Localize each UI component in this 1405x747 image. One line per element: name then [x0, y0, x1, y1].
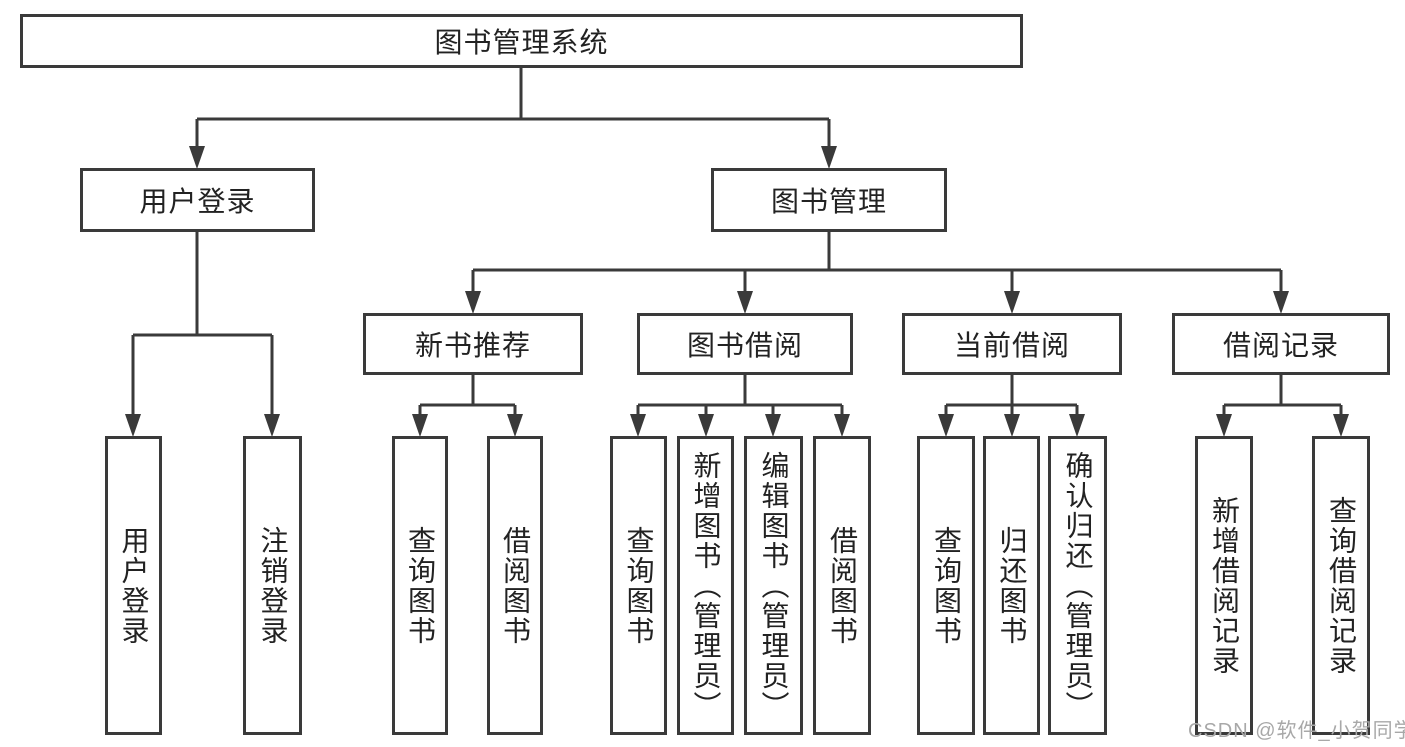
leaf-label: 查询借阅记录 — [1326, 495, 1357, 676]
node-label: 当前借阅 — [953, 330, 1070, 361]
leaf-label: 用户登录 — [118, 525, 150, 646]
leaf-borrow-books-borrowing: 借阅图书 — [813, 436, 871, 735]
leaf-confirm-return-admin: 确认归还（管理员） — [1048, 436, 1107, 735]
node-current-borrowing: 当前借阅 — [902, 313, 1122, 375]
leaf-label: 注销登录 — [257, 525, 289, 646]
leaf-label: 查询图书 — [623, 525, 655, 646]
leaf-logout-login: 注销登录 — [243, 436, 302, 735]
node-label: 图书借阅 — [686, 330, 803, 361]
node-label: 借阅记录 — [1222, 330, 1339, 361]
node-library-management-system: 图书管理系统 — [20, 14, 1023, 68]
leaf-label: 查询图书 — [405, 525, 436, 646]
leaf-user-login: 用户登录 — [105, 436, 162, 735]
leaf-label: 归还图书 — [996, 525, 1028, 646]
leaf-label: 确认归还（管理员） — [1062, 450, 1094, 721]
leaf-return-books: 归还图书 — [983, 436, 1040, 735]
leaf-label: 新增借阅记录 — [1209, 495, 1240, 676]
leaf-borrow-books-recommend: 借阅图书 — [487, 436, 543, 735]
leaf-label: 借阅图书 — [827, 525, 858, 646]
node-label: 新书推荐 — [414, 330, 531, 361]
node-label: 用户登录 — [139, 186, 256, 217]
leaf-label: 借阅图书 — [500, 525, 531, 646]
leaf-edit-books-admin: 编辑图书（管理员） — [744, 436, 803, 735]
node-borrowing-records: 借阅记录 — [1172, 313, 1390, 375]
leaf-label: 新增图书（管理员） — [690, 450, 722, 721]
node-label: 图书管理系统 — [434, 27, 609, 58]
node-book-borrowing: 图书借阅 — [637, 313, 853, 375]
leaf-label: 查询图书 — [931, 525, 962, 646]
leaf-add-books-admin: 新增图书（管理员） — [677, 436, 734, 735]
node-label: 图书管理 — [770, 186, 887, 217]
leaf-query-books-borrowing: 查询图书 — [610, 436, 667, 735]
node-new-book-recommendation: 新书推荐 — [363, 313, 583, 375]
leaf-query-books-current: 查询图书 — [917, 436, 975, 735]
leaf-label: 编辑图书（管理员） — [758, 450, 790, 721]
leaf-add-borrow-record: 新增借阅记录 — [1195, 436, 1253, 735]
node-user-login: 用户登录 — [80, 168, 315, 232]
leaf-query-books-recommend: 查询图书 — [392, 436, 448, 735]
leaf-query-borrow-record: 查询借阅记录 — [1312, 436, 1370, 735]
node-book-management: 图书管理 — [711, 168, 947, 232]
csdn-watermark: CSDN @软件_小贺同学 — [1188, 720, 1405, 742]
